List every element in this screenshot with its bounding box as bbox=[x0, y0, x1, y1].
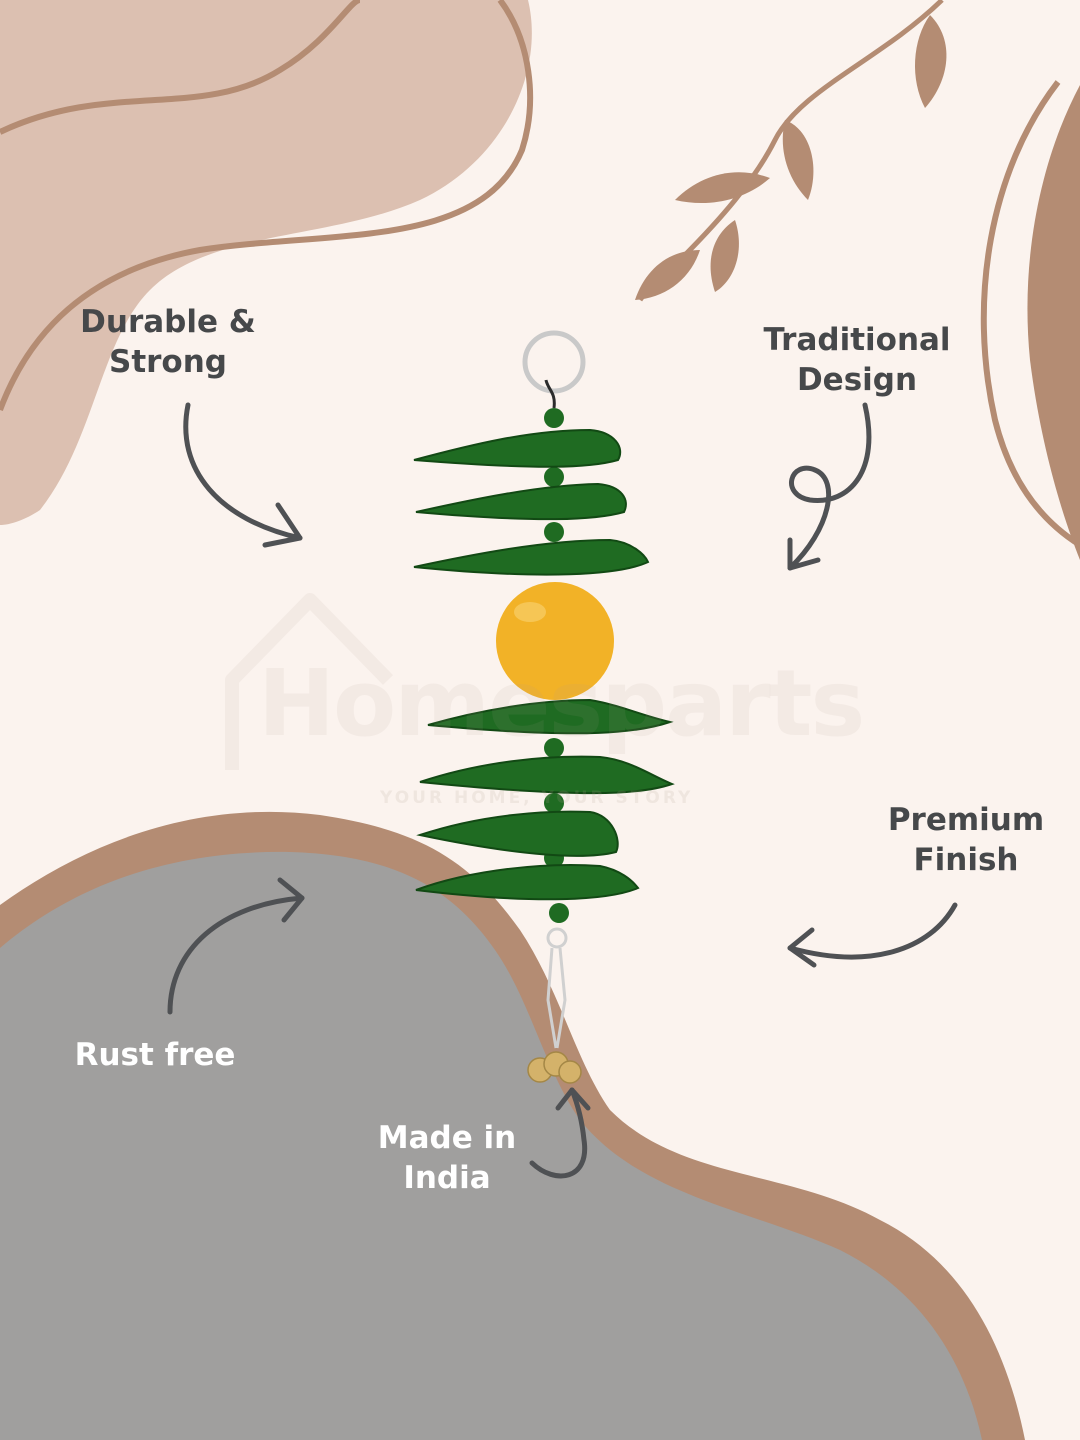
feature-label-premium: Premium Finish bbox=[866, 800, 1066, 880]
top-left-blob bbox=[0, 0, 532, 525]
okra-pods bbox=[413, 428, 675, 901]
watermark-text: Homesparts bbox=[258, 650, 865, 757]
feature-label-durable: Durable & Strong bbox=[58, 302, 278, 382]
feature-label-rust-free: Rust free bbox=[55, 1035, 255, 1075]
okra-pod-2 bbox=[415, 482, 627, 521]
bell-icon bbox=[527, 1051, 582, 1084]
okra-pod-1 bbox=[413, 428, 622, 468]
okra-pod-5 bbox=[419, 755, 675, 795]
bottom-blob bbox=[0, 851, 982, 1440]
arrow-durable-icon bbox=[183, 402, 303, 541]
green-beads bbox=[544, 408, 569, 923]
feature-label-premium-line-2: Finish bbox=[913, 842, 1019, 878]
feature-label-traditional-line-2: Design bbox=[796, 362, 918, 398]
okra-pod-4 bbox=[427, 698, 674, 735]
product-hanging-decor bbox=[413, 330, 675, 1084]
watermark-tagline: YOUR HOME, YOUR STORY bbox=[380, 788, 694, 808]
right-crescent bbox=[1027, 85, 1080, 560]
bell-chain bbox=[546, 927, 568, 1049]
okra-pod-7 bbox=[415, 864, 640, 901]
feature-label-traditional-line-1: Traditional bbox=[763, 322, 951, 358]
arrow-india-icon bbox=[529, 1087, 588, 1179]
feature-label-traditional: Traditional Design bbox=[742, 320, 972, 400]
right-arc-line bbox=[980, 80, 1080, 548]
okra-pod-6 bbox=[416, 810, 619, 857]
arrow-premium-icon bbox=[787, 902, 958, 960]
feature-label-durable-line-2: Strong bbox=[109, 344, 227, 380]
watermark-house-icon bbox=[225, 593, 394, 770]
arrow-traditional-icon bbox=[787, 402, 872, 571]
okra-pod-3 bbox=[413, 538, 650, 576]
feature-label-made-in-india: Made in India bbox=[350, 1118, 544, 1198]
hanging-ring bbox=[522, 330, 586, 394]
feature-label-durable-line-1: Durable & bbox=[80, 304, 256, 340]
feature-label-made-in-india-line-1: Made in bbox=[377, 1120, 517, 1156]
top-left-swirl-2 bbox=[0, 0, 534, 412]
feature-label-rust-free-text: Rust free bbox=[74, 1037, 236, 1073]
arrows bbox=[167, 402, 958, 1179]
feature-label-premium-line-1: Premium bbox=[887, 802, 1045, 838]
feature-label-made-in-india-line-2: India bbox=[403, 1160, 491, 1196]
top-left-swirl-1 bbox=[0, 0, 361, 135]
arrow-rust-icon bbox=[167, 895, 305, 1015]
branch-decoration bbox=[635, 0, 947, 302]
